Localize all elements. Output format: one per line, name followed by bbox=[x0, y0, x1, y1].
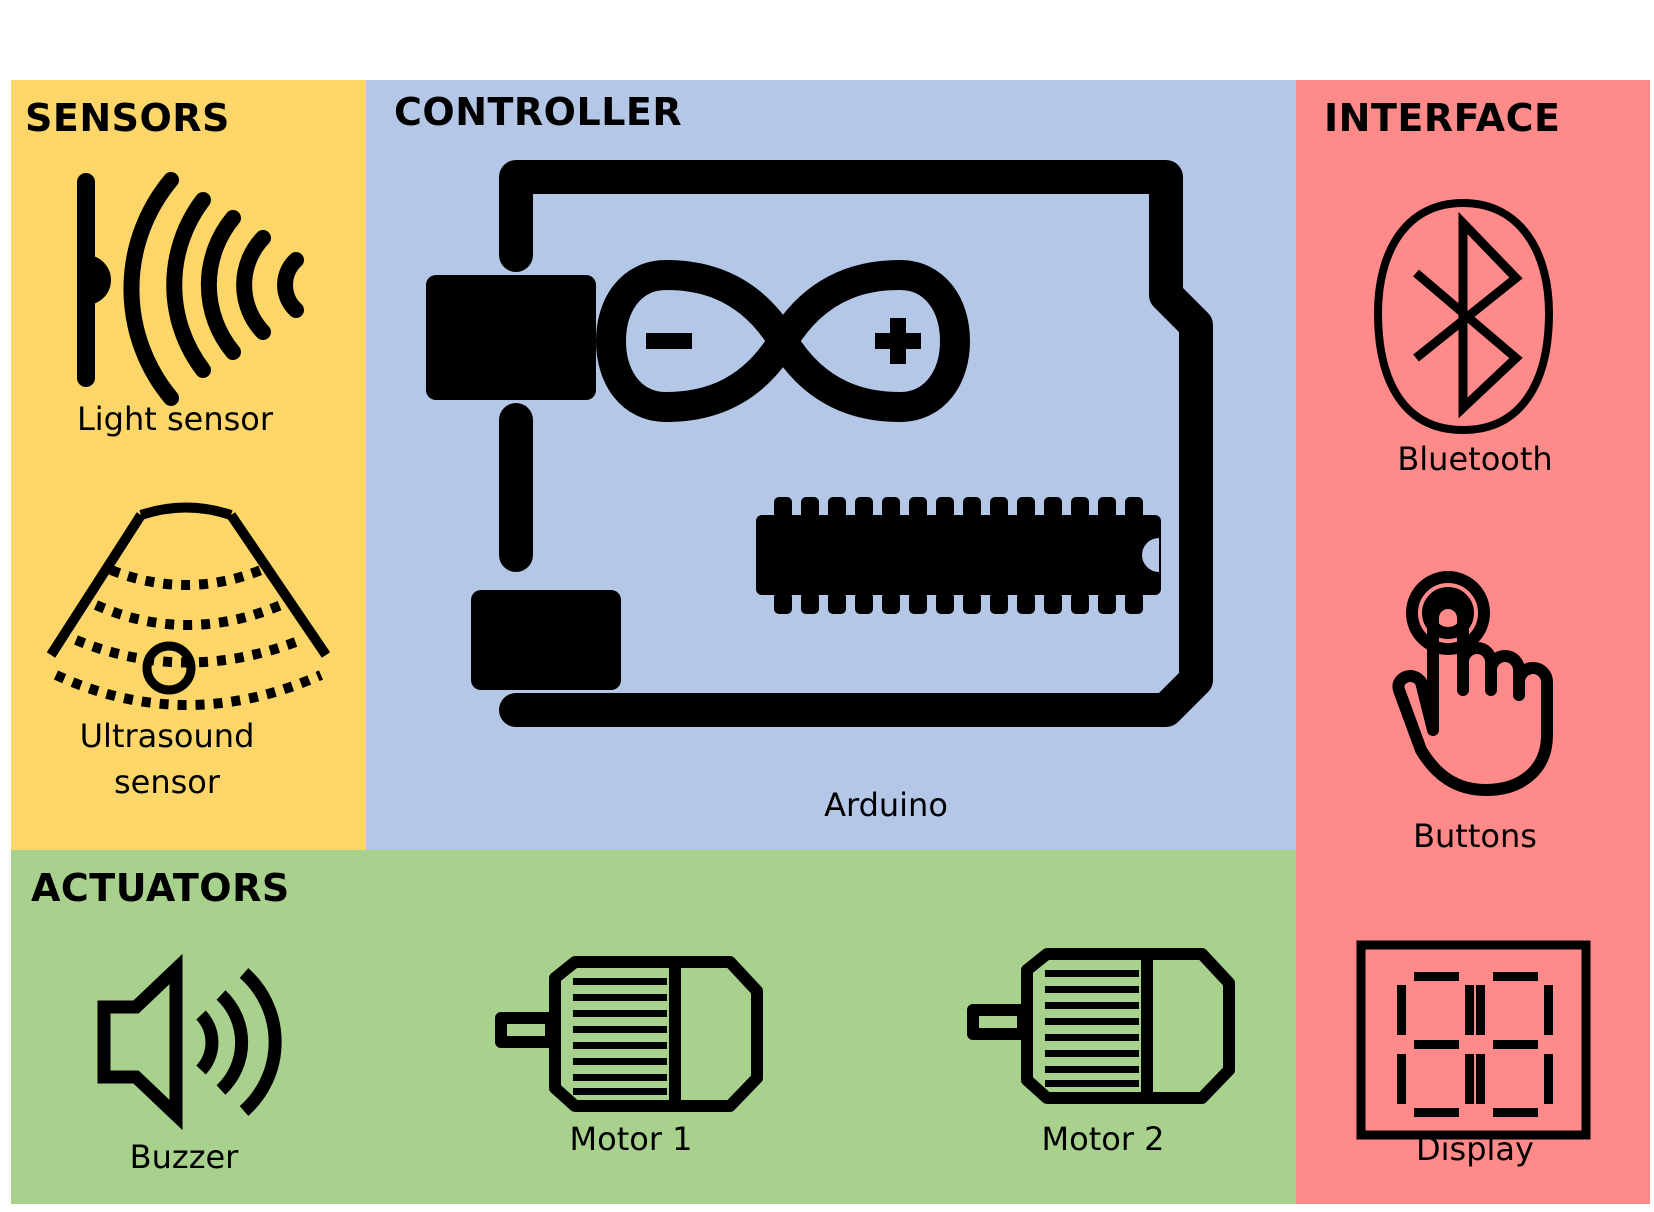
seven-segment-display-icon bbox=[1356, 940, 1591, 1140]
sensors-panel: SENSORS Light sensor Ultrasound sensor bbox=[11, 80, 366, 850]
bluetooth-icon bbox=[1373, 198, 1554, 435]
motor-2-label: Motor 2 bbox=[1041, 1120, 1165, 1158]
speaker-icon bbox=[97, 953, 282, 1131]
light-sensor-label: Light sensor bbox=[76, 400, 274, 438]
actuators-heading: ACTUATORS bbox=[31, 866, 290, 910]
bluetooth-label: Bluetooth bbox=[1397, 440, 1553, 478]
ultrasound-sensor-label: Ultrasound sensor bbox=[80, 713, 255, 805]
interface-panel: INTERFACE Bluetooth Buttons Displ bbox=[1296, 80, 1650, 1204]
arduino-board-icon bbox=[426, 160, 1213, 727]
sensors-heading: SENSORS bbox=[25, 96, 230, 140]
ultrasound-sensor-icon bbox=[46, 502, 331, 710]
light-sensor-icon bbox=[77, 172, 304, 406]
motor-icon bbox=[967, 948, 1235, 1104]
motor-icon bbox=[495, 956, 763, 1112]
ultrasound-label-line1: Ultrasound bbox=[79, 717, 255, 755]
arduino-label: Arduino bbox=[824, 786, 948, 824]
controller-panel: CONTROLLER bbox=[366, 80, 1296, 850]
controller-heading: CONTROLLER bbox=[394, 90, 683, 134]
motor-1-label: Motor 1 bbox=[569, 1120, 693, 1158]
display-label: Display bbox=[1416, 1130, 1534, 1168]
buttons-label: Buttons bbox=[1413, 817, 1537, 855]
ultrasound-label-line2: sensor bbox=[113, 763, 221, 801]
actuators-panel: ACTUATORS Buzzer Motor 1 bbox=[11, 850, 1296, 1204]
finger-press-icon bbox=[1392, 571, 1553, 796]
interface-heading: INTERFACE bbox=[1324, 96, 1561, 140]
buzzer-label: Buzzer bbox=[129, 1138, 239, 1176]
